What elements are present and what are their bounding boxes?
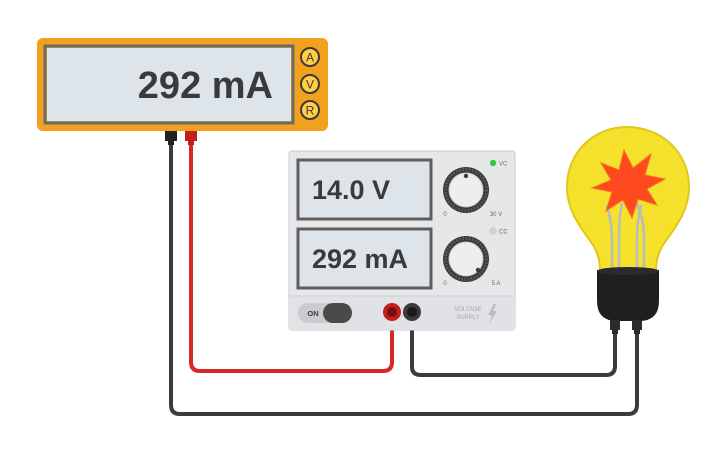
voltage-display [300, 162, 429, 217]
mode-button-voltmeter[interactable]: V [300, 74, 320, 94]
voltage-knob-min: 0 [443, 212, 447, 218]
current-display [300, 231, 429, 286]
mode-button-ammeter[interactable]: A [300, 47, 320, 67]
light-bulb[interactable] [565, 125, 691, 334]
supply-brand-line1: VOLTAGE [454, 307, 481, 313]
wire-supply-neg-to-bulb[interactable] [410, 311, 617, 377]
bulb-base [597, 270, 659, 321]
power-switch-label: ON [307, 309, 318, 318]
burst-icon [590, 148, 667, 220]
mode-label-r: R [306, 104, 315, 118]
current-knob-min: 0 [443, 281, 447, 287]
current-reading: 292 mA [312, 244, 408, 274]
wires [169, 141, 639, 416]
multimeter-reading: 292 mA [138, 65, 273, 107]
mode-label-a: A [306, 51, 314, 65]
current-knob[interactable] [443, 236, 489, 282]
supply-brand-line2: SUPPLY [456, 315, 479, 321]
vc-label: VC [499, 162, 508, 168]
multimeter-terminal-positive[interactable] [185, 131, 197, 145]
mode-button-ohmmeter[interactable]: R [300, 100, 320, 120]
multimeter-screen [47, 48, 291, 121]
power-supply: 14.0 V 292 mA VC CC 0 30 V 0 5 A [288, 150, 516, 331]
supply-terminal-positive[interactable] [383, 303, 401, 321]
cc-led-icon [489, 227, 497, 235]
power-switch[interactable]: ON [298, 303, 352, 323]
supply-terminal-negative[interactable] [403, 303, 421, 321]
cc-label: CC [499, 230, 508, 236]
bulb-terminal-right[interactable] [632, 320, 642, 334]
voltage-knob-max: 30 V [490, 212, 502, 218]
voltage-knob[interactable] [443, 167, 489, 213]
vc-led-icon [489, 159, 497, 167]
voltage-knob-indicator-icon [463, 173, 469, 179]
wire-meter-com-to-bulb[interactable] [169, 141, 639, 416]
wire-meter-red-to-supply[interactable] [189, 141, 394, 373]
current-knob-indicator-icon [475, 267, 481, 273]
multimeter-terminal-com[interactable] [165, 131, 177, 145]
current-knob-max: 5 A [492, 281, 501, 287]
voltage-reading: 14.0 V [312, 175, 390, 205]
lightning-icon [488, 304, 497, 324]
multimeter: 292 mA A V R [37, 38, 328, 145]
bulb-terminal-left[interactable] [610, 320, 620, 334]
mode-label-v: V [306, 78, 314, 92]
